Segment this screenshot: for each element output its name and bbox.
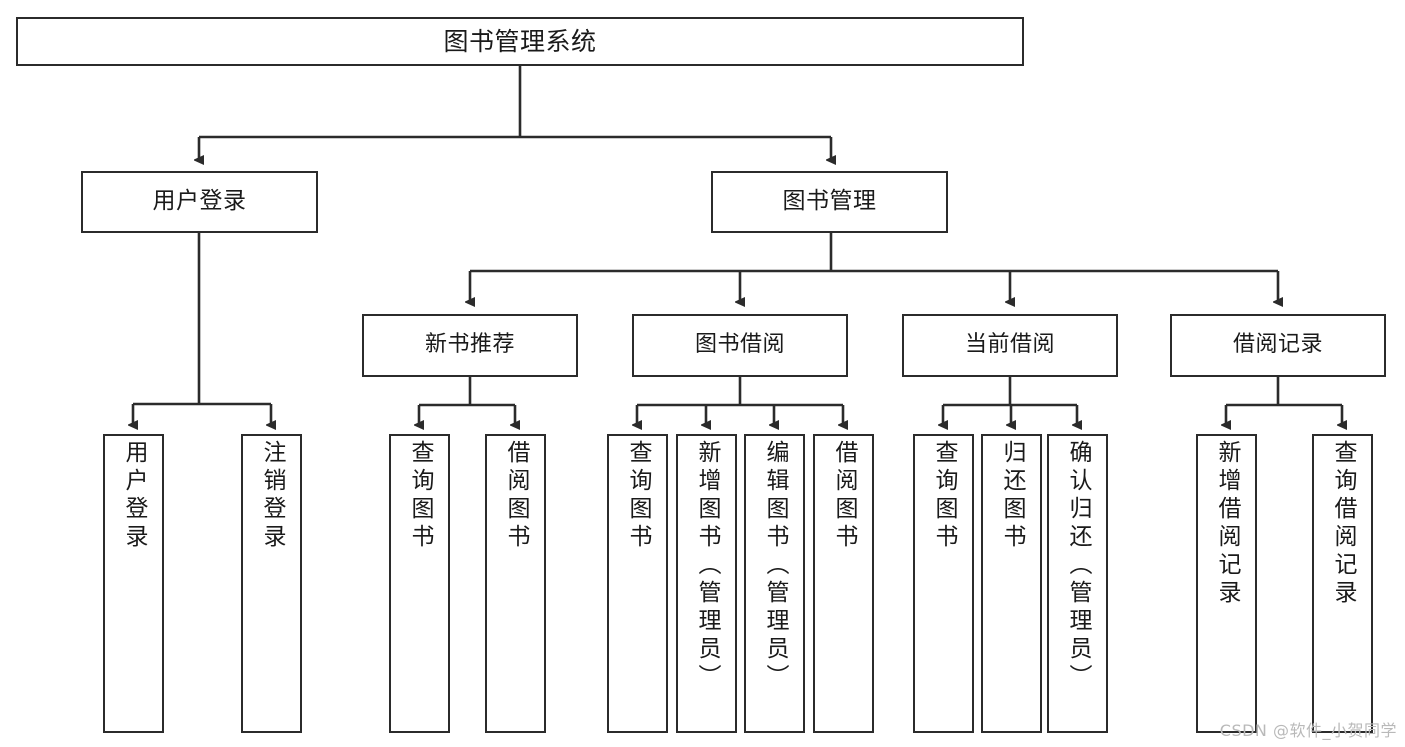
node-current-borrow[interactable]: 当前借阅	[902, 314, 1118, 377]
node-label: 用户登录	[121, 440, 147, 552]
node-label: 借阅记录	[1232, 332, 1323, 358]
leaf-book-borrow-add-book-admin[interactable]: 新增图书（管理员）	[676, 434, 737, 733]
node-label: 查询图书	[407, 440, 433, 552]
node-new-book-recommend[interactable]: 新书推荐	[362, 314, 578, 377]
node-root-book-management-system[interactable]: 图书管理系统	[16, 17, 1024, 66]
leaf-current-borrow-return-book[interactable]: 归还图书	[981, 434, 1042, 733]
node-label: 新书推荐	[424, 332, 515, 358]
node-label: 新增图书（管理员）	[694, 440, 720, 692]
node-label: 确认归还（管理员）	[1065, 440, 1091, 692]
watermark-text: CSDN @软件_小贺同学	[1219, 721, 1397, 740]
node-user-login[interactable]: 用户登录	[81, 171, 318, 233]
node-label: 当前借阅	[964, 332, 1055, 358]
leaf-user-login-logout[interactable]: 注销登录	[241, 434, 302, 733]
leaf-current-borrow-confirm-return-admin[interactable]: 确认归还（管理员）	[1047, 434, 1108, 733]
node-label: 查询借阅记录	[1330, 440, 1356, 608]
node-label: 注销登录	[259, 440, 285, 552]
node-label: 借阅图书	[503, 440, 529, 552]
node-label: 图书管理	[782, 188, 877, 215]
node-label: 编辑图书（管理员）	[762, 440, 788, 692]
leaf-new-book-query-book[interactable]: 查询图书	[389, 434, 450, 733]
node-book-borrow[interactable]: 图书借阅	[632, 314, 848, 377]
leaf-new-book-borrow-book[interactable]: 借阅图书	[485, 434, 546, 733]
node-label: 图书借阅	[694, 332, 785, 358]
leaf-book-borrow-query-book[interactable]: 查询图书	[607, 434, 668, 733]
node-label: 借阅图书	[831, 440, 857, 552]
node-label: 用户登录	[152, 188, 247, 215]
node-book-management[interactable]: 图书管理	[711, 171, 948, 233]
leaf-borrow-record-query-record[interactable]: 查询借阅记录	[1312, 434, 1373, 733]
node-label: 图书管理系统	[443, 26, 597, 56]
node-label: 归还图书	[999, 440, 1025, 552]
node-label: 新增借阅记录	[1214, 440, 1240, 608]
node-label: 查询图书	[625, 440, 651, 552]
leaf-borrow-record-add-record[interactable]: 新增借阅记录	[1196, 434, 1257, 733]
leaf-user-login-login[interactable]: 用户登录	[103, 434, 164, 733]
leaf-book-borrow-borrow-book[interactable]: 借阅图书	[813, 434, 874, 733]
leaf-book-borrow-edit-book-admin[interactable]: 编辑图书（管理员）	[744, 434, 805, 733]
leaf-current-borrow-query-book[interactable]: 查询图书	[913, 434, 974, 733]
node-borrow-record[interactable]: 借阅记录	[1170, 314, 1386, 377]
node-label: 查询图书	[931, 440, 957, 552]
